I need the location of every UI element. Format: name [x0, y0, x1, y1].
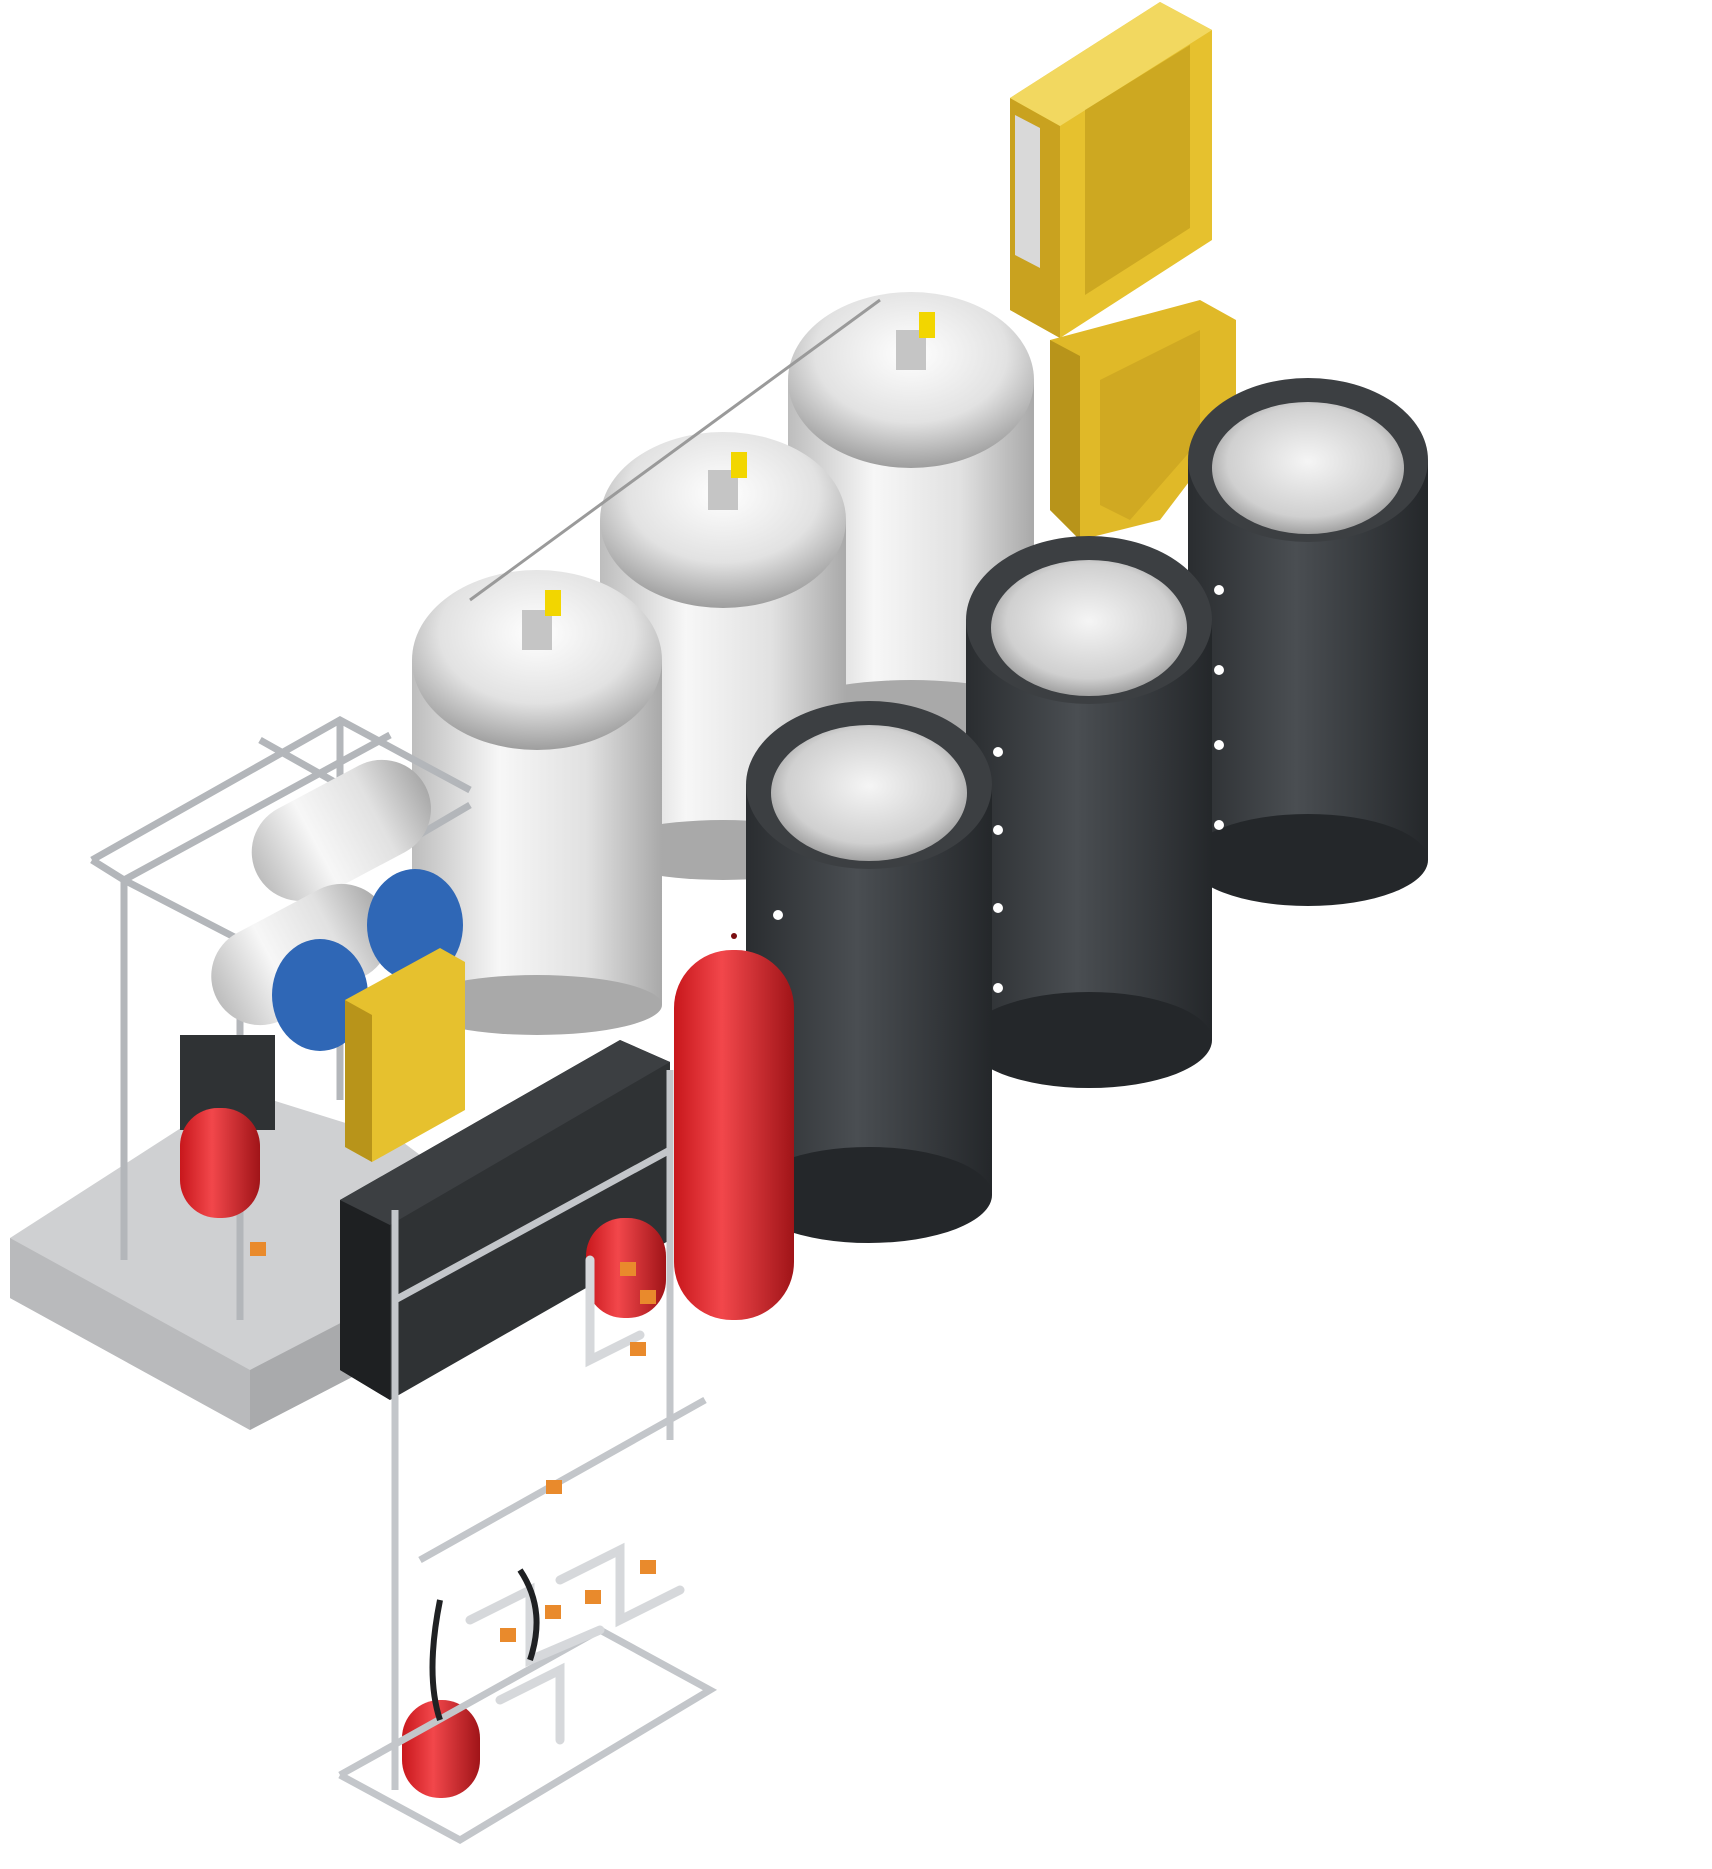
- orange-valve: [500, 1628, 516, 1642]
- bolt-hole: [993, 983, 1003, 993]
- front-piping-skid: [338, 1070, 718, 1845]
- orange-valve: [545, 1605, 561, 1619]
- red-small-expansion-vessel-left: [180, 1108, 260, 1218]
- top-pipe: [469, 298, 881, 602]
- orange-valve: [640, 1290, 656, 1304]
- orange-valve: [546, 1480, 562, 1494]
- orange-valve: [620, 1262, 636, 1276]
- bolt-hole: [1214, 665, 1224, 675]
- manway-cover: [522, 610, 552, 650]
- horizontal-steel-tank-upper: [251, 759, 431, 902]
- black-storage-tank-1: [1188, 378, 1428, 906]
- bolt-hole: [993, 903, 1003, 913]
- red-tall-expansion-vessel: [674, 933, 794, 1320]
- level-sensor: [731, 452, 747, 478]
- orange-valve: [585, 1590, 601, 1604]
- bolt-hole: [1214, 820, 1224, 830]
- level-sensor: [919, 312, 935, 338]
- level-sensor: [545, 590, 561, 616]
- bolt-hole: [993, 747, 1003, 757]
- bolt-hole: [1214, 740, 1224, 750]
- black-control-cabinets: [180, 1035, 670, 1400]
- orange-valve: [630, 1342, 646, 1356]
- black-storage-tank-2: [966, 536, 1212, 1088]
- yellow-heat-exchanger: [345, 948, 465, 1162]
- bolt-hole: [993, 825, 1003, 835]
- valve-group: [250, 1242, 656, 1642]
- perforated-panel: [1015, 115, 1040, 268]
- blue-flange-lower: [272, 939, 368, 1051]
- piping-network: [465, 1255, 685, 1745]
- black-hoses: [429, 1568, 540, 1721]
- orange-valve: [250, 1242, 266, 1256]
- orange-valve: [640, 1560, 656, 1574]
- bolt-hole: [773, 910, 783, 920]
- red-small-expansion-vessel-bottom: [402, 1700, 480, 1798]
- bolt-hole: [1214, 585, 1224, 595]
